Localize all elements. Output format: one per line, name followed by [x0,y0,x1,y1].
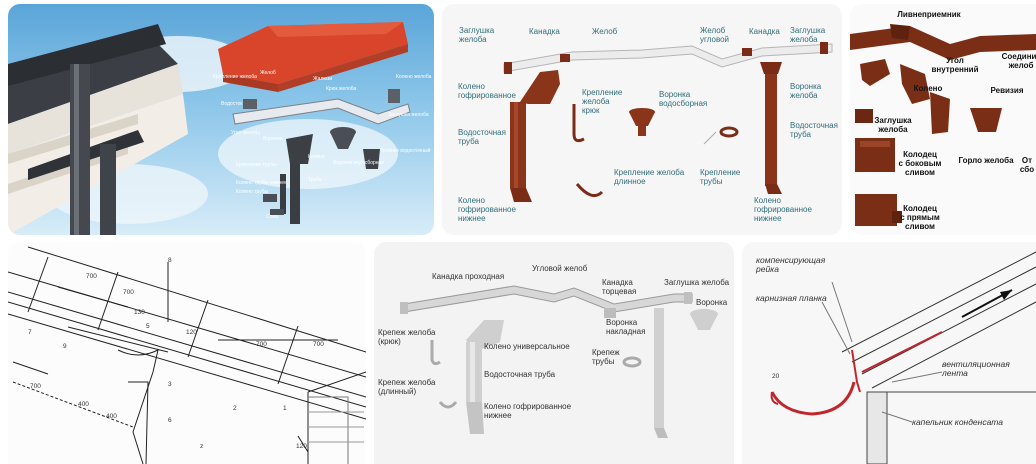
tile-gutter-photo-exploded[interactable]: Крепление желоба Желоб Жалюзи Колено жел… [8,4,434,235]
grey-krepezh-dlinnyy: Крепеж желоба (длинный) [378,378,436,396]
label-zhelob: Желоб [592,27,618,36]
photo-label-8: Труба [308,177,322,183]
label-zhelob-uglovoy: Желоб угловой [700,26,730,44]
photo-label-17: Тройник водосточный [380,148,431,154]
eaves-dim-20: 20 [772,373,780,380]
photo-label-13: Заглушка желоба [388,112,429,118]
dwg-label-5: 5 [146,323,150,330]
dwg-dim-700e: 700 [30,383,41,390]
label-kreplenie-kryuk: Крепление желоба крюк [582,88,623,115]
photo-label-14: Крюк желоба [326,86,357,92]
label-zaglushka-zheloba-left: Заглушка желоба [459,26,495,44]
cat-kolodec-pryamoy: Колодец с прямым сливом [900,204,940,231]
label-voronka-vodosbornaya: Воронка водосборная [659,90,708,108]
cat-reviziya: Ревизия [990,86,1024,95]
eaves-kompensiruyushchaya-reyka: компенсирующая рейка [756,255,826,274]
brown-parts-illustration [503,42,833,202]
grey-koleno-gofr-nizhnee: Колено гофрированное нижнее [484,402,572,420]
dwg-dim-700a: 700 [86,273,97,280]
dwg-label-3: 3 [168,381,172,388]
tile-gutter-drawing-technical[interactable]: 8 5 3 7 1 2 6 9 700 700 700 700 700 400 … [8,242,366,464]
dwg-label-6: 6 [168,417,172,424]
dwg-label-2: 2 [233,405,237,412]
photo-label-2: Желоб [260,70,276,76]
grey-voronka: Воронка [696,298,728,307]
eaves-section-lines [770,251,1036,464]
eaves-kapelnik-kondensata: капельник конденсата [912,417,1004,427]
grey-uglovoy-zhelob: Угловой желоб [532,264,588,273]
grey-zaglushka-zheloba: Заглушка желоба [664,278,730,287]
photo-label-5: Водосток [221,101,243,107]
photo-label-12: Угол желоба [231,130,260,136]
label-koleno-gofr-nizhnee-left: Колено гофрированное нижнее [458,196,516,223]
photo-label-15: Колено трубы нижнее [236,180,287,186]
dwg-label-8: 8 [168,257,172,264]
label-kreplenie-zheloba-dlinnoe: Крепление желоба длинное [614,168,685,186]
dwg-dim-700b: 700 [123,289,134,296]
label-kreplenie-truby: Крепление трубы [700,168,741,186]
label-vodostochnaya-truba-left: Водосточная труба [458,128,506,146]
photo-label-9: Крепление трубы [236,162,277,168]
tile-gutter-parts-catalog[interactable]: Ливнеприемник Угол внутренний Соединит ж… [850,4,1036,235]
label-voronka-zheloba: Воронка желоба [790,82,822,100]
cat-gorlo-zheloba: Горло желоба [958,156,1014,165]
eaves-ventilyacionnaya-lenta: вентиляционная лента [942,359,1010,378]
photo-label-11: Слив [266,214,278,220]
label-zaglushka-zheloba-right: Заглушка желоба [790,26,826,44]
dwg-dim-120: 120 [186,329,197,336]
photo-label-1: Крепление желоба [213,74,257,80]
tile-eaves-section-drawing[interactable]: компенсирующая рейка карнизная планка ве… [742,242,1036,464]
grey-vodostochnaya-truba: Водосточная труба [484,370,556,379]
cat-ot-sbo: От сбо [1019,156,1035,174]
grey-koleno-universalnoe: Колено универсальное [484,342,570,351]
cat-livnepriemnik: Ливнеприемник [897,10,961,19]
photo-label-6: Воронка [263,136,283,142]
label-koleno-gofr-nizhnee-right: Колено гофрированное нижнее [754,196,812,223]
grey-krepezh-truby: Крепеж трубы [592,348,620,366]
photo-label-4: Колено желоба [396,74,432,80]
dwg-dim-700d: 700 [313,341,324,348]
cat-kolodec-bokovoy: Колодец с боковым сливом [898,150,942,177]
label-kanadka-right: Канадка [749,27,780,36]
dwg-dim-120b: 120 [296,443,307,450]
dwg-dim-700c: 700 [256,341,267,348]
photo-label-16: Воронка водосборная [333,160,385,166]
photo-label-3: Жалюзи [313,76,333,82]
technical-drawing-lines [8,246,366,464]
gutter-photo-illustration [8,22,411,235]
dwg-dim-400: 400 [78,401,89,408]
label-kanadka-left: Канадка [529,27,560,36]
cat-zaglushka-zheloba: Заглушка желоба [874,116,912,134]
dwg-dim-400b: 400 [106,413,117,420]
grey-parts-illustration [400,285,718,438]
photo-label-7: Колено [308,154,325,160]
grey-voronka-nakladnaya: Воронка накладная [606,318,646,336]
tile-gutter-parts-grey[interactable]: Канадка проходная Угловой желоб Канадка … [374,242,734,464]
cat-soedinitel-zheloba: Соединит желоб [1001,52,1036,70]
eaves-karniznaya-planka: карнизная планка [756,293,827,303]
dwg-label-1: 1 [283,405,287,412]
grey-kanadka-prohodnaya: Канадка проходная [432,272,505,281]
dwg-label-7: 7 [28,329,32,336]
tile-gutter-parts-brown[interactable]: Заглушка желоба Канадка Желоб Желоб угло… [442,4,842,235]
photo-label-10: Колено трубы [236,189,269,195]
dwg-label-z: z [200,443,204,450]
dwg-label-9: 9 [63,343,67,350]
catalog-illustration [850,24,1036,226]
cat-ugol-vnutrenniy: Угол внутренний [931,56,979,74]
grey-kanadka-torcevaya: Канадка торцевая [602,278,637,296]
dwg-dim-130: 130 [134,309,145,316]
grey-krepezh-kryuk: Крепеж желоба (крюк) [378,328,436,346]
label-vodostochnaya-truba-right: Водосточная труба [790,121,838,139]
label-koleno-gofr: Колено гофрированное [458,82,516,100]
cat-koleno: Колено [913,84,943,93]
